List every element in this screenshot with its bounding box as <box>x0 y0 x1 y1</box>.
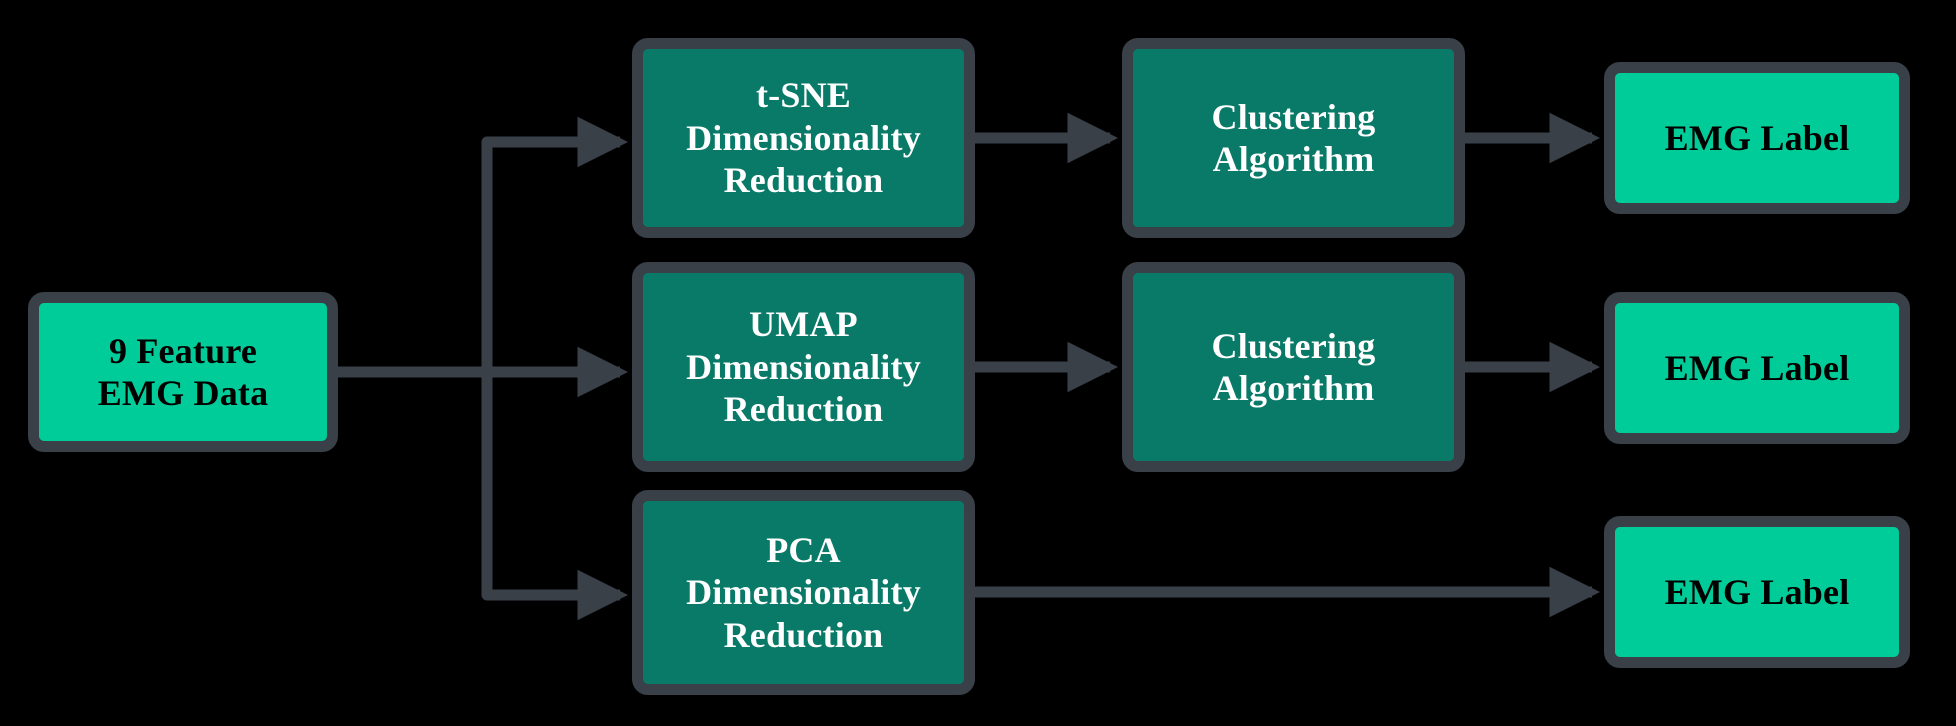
pca-emg-label-node[interactable]: EMG Label <box>1604 516 1910 668</box>
connector-fan-to-tsne <box>481 116 629 168</box>
pca-reduction-line-1: PCA <box>766 529 841 570</box>
umap-emg-label-text: EMG Label <box>1664 347 1850 388</box>
tsne-emg-label-text: EMG Label <box>1664 117 1850 158</box>
tsne-emg-label-node[interactable]: EMG Label <box>1604 62 1910 214</box>
umap-reduction-line-2: Dimensionality <box>686 346 921 387</box>
input-node-emg-data[interactable]: 9 Feature EMG Data <box>28 292 338 452</box>
umap-clustering-algorithm-node[interactable]: Clustering Algorithm <box>1122 262 1465 472</box>
tsne-reduction-line-2: Dimensionality <box>686 117 921 158</box>
tsne-clustering-line-2: Algorithm <box>1212 139 1375 179</box>
umap-dimensionality-reduction-node[interactable]: UMAP Dimensionality Reduction <box>632 262 975 472</box>
umap-clustering-line-1: Clustering <box>1211 325 1376 366</box>
umap-emg-label-node[interactable]: EMG Label <box>1604 292 1910 444</box>
tsne-clustering-algorithm-node[interactable]: Clustering Algorithm <box>1122 38 1465 238</box>
umap-reduction-line-3: Reduction <box>723 389 884 430</box>
connector-fan-to-pca <box>481 569 629 621</box>
pca-reduction-line-2: Dimensionality <box>686 572 921 613</box>
tsne-reduction-line-3: Reduction <box>723 160 884 201</box>
umap-clustering-line-2: Algorithm <box>1212 368 1375 408</box>
tsne-clustering-line-1: Clustering <box>1211 96 1376 137</box>
pca-dimensionality-reduction-node[interactable]: PCA Dimensionality Reduction <box>632 490 975 695</box>
tsne-dimensionality-reduction-node[interactable]: t-SNE Dimensionality Reduction <box>632 38 975 238</box>
pca-reduction-line-3: Reduction <box>723 614 884 655</box>
umap-reduction-line-1: UMAP <box>749 304 858 345</box>
input-node-line-2: EMG Data <box>97 373 269 413</box>
pca-emg-label-text: EMG Label <box>1664 571 1850 612</box>
input-node-line-1: 9 Feature <box>108 330 258 371</box>
tsne-reduction-line-1: t-SNE <box>755 75 851 116</box>
